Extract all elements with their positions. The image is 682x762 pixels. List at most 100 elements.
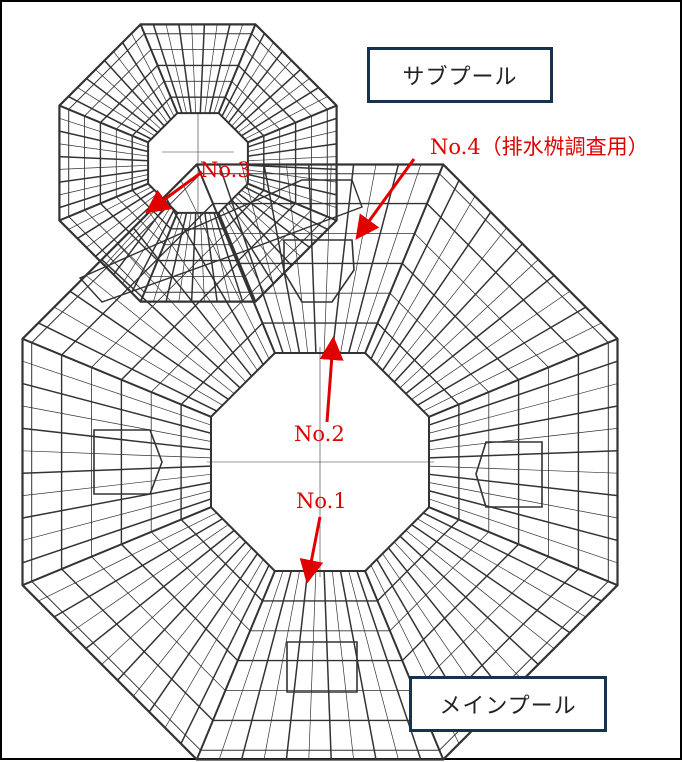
main-pool-rib <box>69 524 229 634</box>
main-pool-rib <box>331 164 355 354</box>
arrow-no3 <box>145 170 203 214</box>
main-pool-corner-rib <box>22 506 212 587</box>
main-pool-rib <box>428 482 618 519</box>
main-pool-rib <box>132 227 253 377</box>
sub-pool-outer-edge <box>58 23 338 303</box>
main-pool-rib <box>218 570 284 760</box>
sub-pool-rib <box>247 117 337 148</box>
sub-pool-rib <box>213 24 243 114</box>
sub-pool-rib <box>59 143 149 157</box>
sub-pool-rib <box>86 77 159 134</box>
main-pool-rib <box>164 559 264 728</box>
main-pool-rib <box>22 382 212 434</box>
sub-pool-corner-rib <box>59 104 149 144</box>
main-pool-rib <box>22 473 212 496</box>
main-pool-rib <box>69 290 229 401</box>
sub-pool-rib <box>131 33 175 117</box>
main-pool-rib <box>53 518 223 618</box>
main-pool-label-box: メインプール <box>409 676 607 732</box>
main-pool-rib <box>376 196 476 365</box>
main-pool-rib <box>101 259 241 389</box>
sub-pool-rib <box>190 212 197 302</box>
sub-pool-corner-rib <box>139 24 179 114</box>
sub-pool-rib <box>121 42 172 121</box>
sub-pool-corner-rib <box>59 182 149 222</box>
main-pool-rib <box>133 547 252 697</box>
sub-pool-rib <box>59 130 149 153</box>
main-pool-rib <box>417 518 586 618</box>
sub-pool-corner-rib <box>247 104 337 144</box>
sub-pool-rib <box>244 186 328 231</box>
main-pool-rib <box>428 405 618 443</box>
sub-pool-rib <box>199 24 206 114</box>
main-pool-rib <box>428 490 618 542</box>
drain-pit-lower <box>286 641 358 693</box>
sub-pool-rib <box>227 51 284 124</box>
main-pool-structure <box>21 163 619 761</box>
main-pool-rib <box>22 490 212 541</box>
sub-pool-rib <box>240 86 319 137</box>
sub-pool-rib <box>204 24 218 114</box>
main-pool-rib <box>393 541 523 681</box>
callout-arrows <box>145 158 416 584</box>
main-pool-rib <box>22 427 212 451</box>
main-pool-rib <box>218 164 284 354</box>
main-pool-rib <box>323 570 332 760</box>
main-pool-rib <box>308 164 317 354</box>
main-pool-corner-rib <box>428 337 618 418</box>
sub-pool-rib <box>228 202 283 275</box>
main-pool-rib <box>422 512 602 602</box>
main-pool-rib <box>164 195 264 365</box>
main-pool-rib <box>148 211 258 371</box>
drain-pit-left <box>93 429 163 495</box>
main-pool-label: メインプール <box>439 694 577 719</box>
main-pool-rib <box>263 570 300 760</box>
main-pool-corner-rib <box>195 570 276 760</box>
sub-pool-rib <box>224 42 274 120</box>
sub-pool-rib <box>237 78 310 133</box>
sub-pool-rib <box>59 118 149 148</box>
main-pool-rib <box>331 570 354 760</box>
main-pool-rib <box>38 512 217 602</box>
sub-pool-rib <box>247 164 337 171</box>
main-pool-rib <box>411 523 571 634</box>
main-pool-rib <box>387 547 508 697</box>
main-pool-rib <box>22 498 212 564</box>
main-pool-rib <box>411 290 571 400</box>
main-pool-rib <box>356 164 422 354</box>
sub-pool-rib <box>208 24 231 114</box>
main-pool-rib <box>399 535 539 665</box>
main-pool-rib <box>240 570 292 760</box>
sub-pool-label: サブプール <box>402 65 518 90</box>
main-pool-rib <box>428 428 618 451</box>
main-pool-rib <box>22 465 212 474</box>
main-pool-rib <box>180 180 270 359</box>
sub-pool-rib <box>234 68 302 130</box>
main-pool-rib <box>417 306 587 406</box>
main-pool-corner-rib <box>364 164 445 354</box>
main-pool-rib <box>381 211 492 371</box>
sub-pool-rib <box>165 24 187 114</box>
sub-pool-corner-rib <box>247 182 337 222</box>
main-pool-rib <box>22 481 212 519</box>
main-pool-rib <box>423 322 602 412</box>
sub-pool-rib <box>153 212 183 302</box>
main-pool-rib <box>339 570 377 760</box>
drain-pit-right <box>475 441 543 508</box>
main-pool-rib <box>148 553 259 713</box>
callout-no2: No.2 <box>294 422 345 446</box>
main-pool-rib <box>323 164 332 353</box>
sub-pool-rib <box>103 59 165 127</box>
sub-pool-label-box: サブプール <box>367 47 553 103</box>
main-pool-rib <box>428 383 618 434</box>
main-pool-rib <box>393 243 523 383</box>
sub-pool-rib <box>68 186 152 230</box>
main-pool-rib <box>405 274 555 395</box>
main-pool-rib <box>370 180 460 360</box>
main-pool-rib <box>428 450 618 459</box>
sub-pool-rib <box>231 60 292 127</box>
main-pool-rib <box>101 535 241 665</box>
main-pool-rib <box>85 275 235 394</box>
